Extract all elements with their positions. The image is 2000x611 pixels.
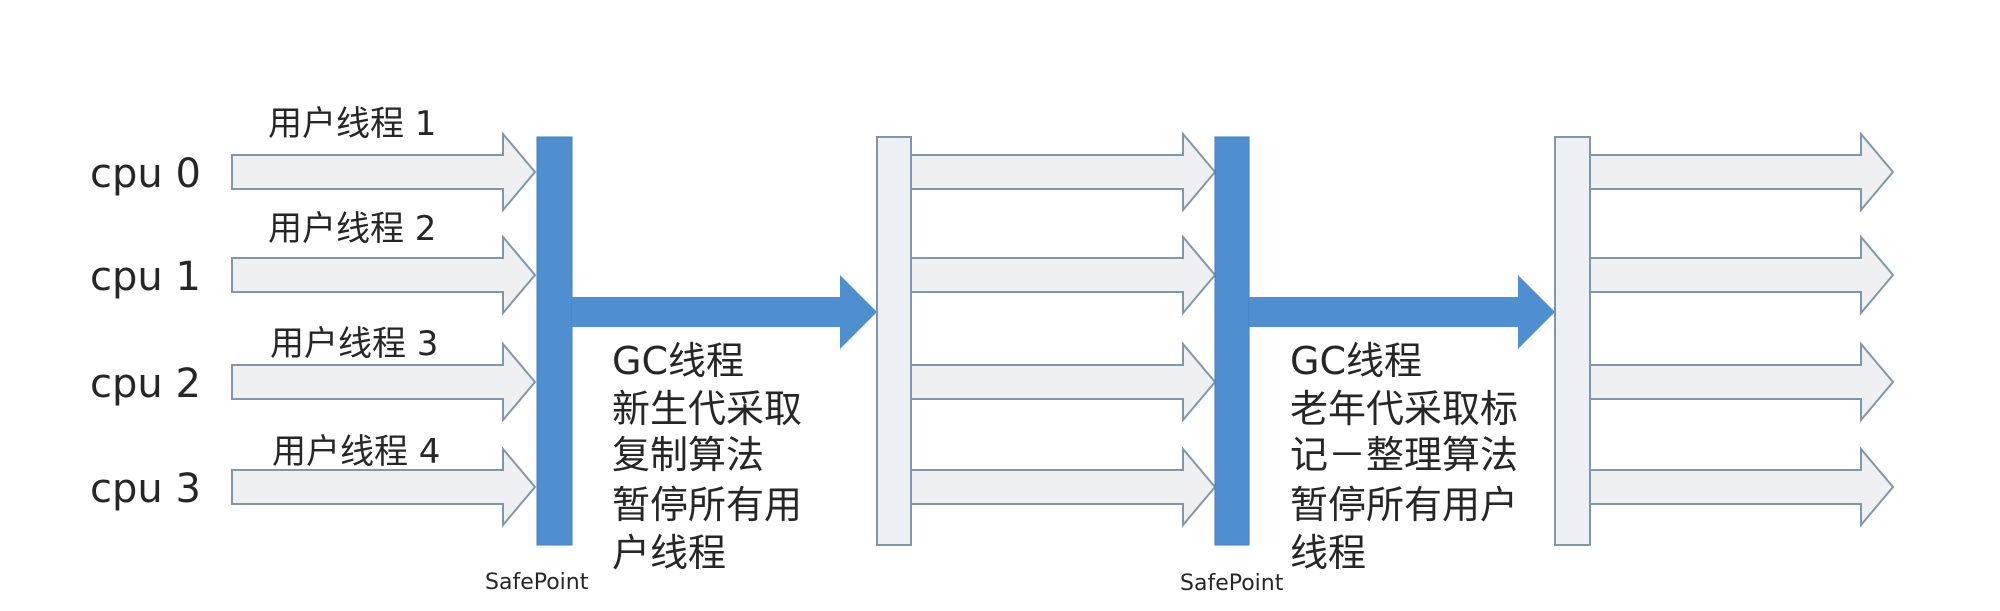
safepoint-bar-1 — [536, 136, 573, 546]
gc-desc-line-0-0: GC线程 — [612, 339, 744, 383]
gc-desc-line-1-1: 老年代采取标 — [1290, 387, 1518, 431]
user-thread-label-1: 用户线程 2 — [268, 209, 436, 249]
gc-desc-line-1-3: 暂停所有用户 — [1290, 483, 1518, 527]
labels-layer: cpu 0 cpu 1 cpu 2 cpu 3 用户线程 1 用户线程 2 用户线程 3 用户… — [90, 104, 1518, 596]
resume-bar-1 — [876, 136, 912, 546]
gc-desc-line-1-0: GC线程 — [1290, 339, 1422, 383]
thread-arrow-before-safepoint-1-cpu-2 — [231, 341, 537, 423]
cpu-label-2: cpu 2 — [90, 361, 201, 407]
gc-desc-line-1-2: 记－整理算法 — [1290, 433, 1518, 477]
gc-desc-line-0-4: 户线程 — [612, 531, 726, 575]
resume-bar-2 — [1554, 136, 1591, 546]
safepoint-label-0: SafePoint — [485, 570, 589, 595]
cpu-label-1: cpu 1 — [90, 254, 201, 300]
gc-desc-line-0-2: 复制算法 — [612, 433, 764, 477]
gc-desc-line-0-1: 新生代采取 — [612, 387, 802, 431]
user-thread-label-2: 用户线程 3 — [270, 324, 438, 364]
thread-arrow-after-young-gc-cpu-1 — [910, 234, 1217, 316]
thread-arrow-after-young-gc-cpu-2 — [910, 341, 1217, 423]
user-thread-label-0: 用户线程 1 — [268, 104, 436, 144]
thread-arrow-after-old-gc-cpu-0 — [1589, 131, 1895, 213]
thread-arrow-before-safepoint-1-cpu-0 — [231, 131, 537, 213]
thread-arrow-after-old-gc-cpu-1 — [1589, 234, 1895, 316]
thread-arrow-before-safepoint-1-cpu-1 — [231, 234, 537, 316]
gc-arrow-young — [572, 275, 877, 349]
user-thread-label-3: 用户线程 4 — [272, 432, 440, 472]
gc-layer — [536, 136, 1591, 546]
thread-arrows-layer — [231, 131, 1895, 528]
thread-arrow-after-old-gc-cpu-2 — [1589, 341, 1895, 423]
safepoint-bar-2 — [1214, 136, 1250, 546]
thread-arrow-after-old-gc-cpu-3 — [1589, 446, 1895, 528]
gc-arrow-old — [1249, 275, 1555, 349]
cpu-label-0: cpu 0 — [90, 151, 201, 197]
safepoint-label-1: SafePoint — [1180, 571, 1284, 596]
thread-arrow-after-young-gc-cpu-0 — [910, 131, 1217, 213]
gc-desc-line-0-3: 暂停所有用 — [612, 483, 802, 527]
thread-arrow-after-young-gc-cpu-3 — [910, 446, 1217, 528]
gc-desc-line-1-4: 线程 — [1290, 531, 1366, 575]
thread-arrow-before-safepoint-1-cpu-3 — [231, 446, 537, 528]
cpu-label-3: cpu 3 — [90, 466, 201, 512]
